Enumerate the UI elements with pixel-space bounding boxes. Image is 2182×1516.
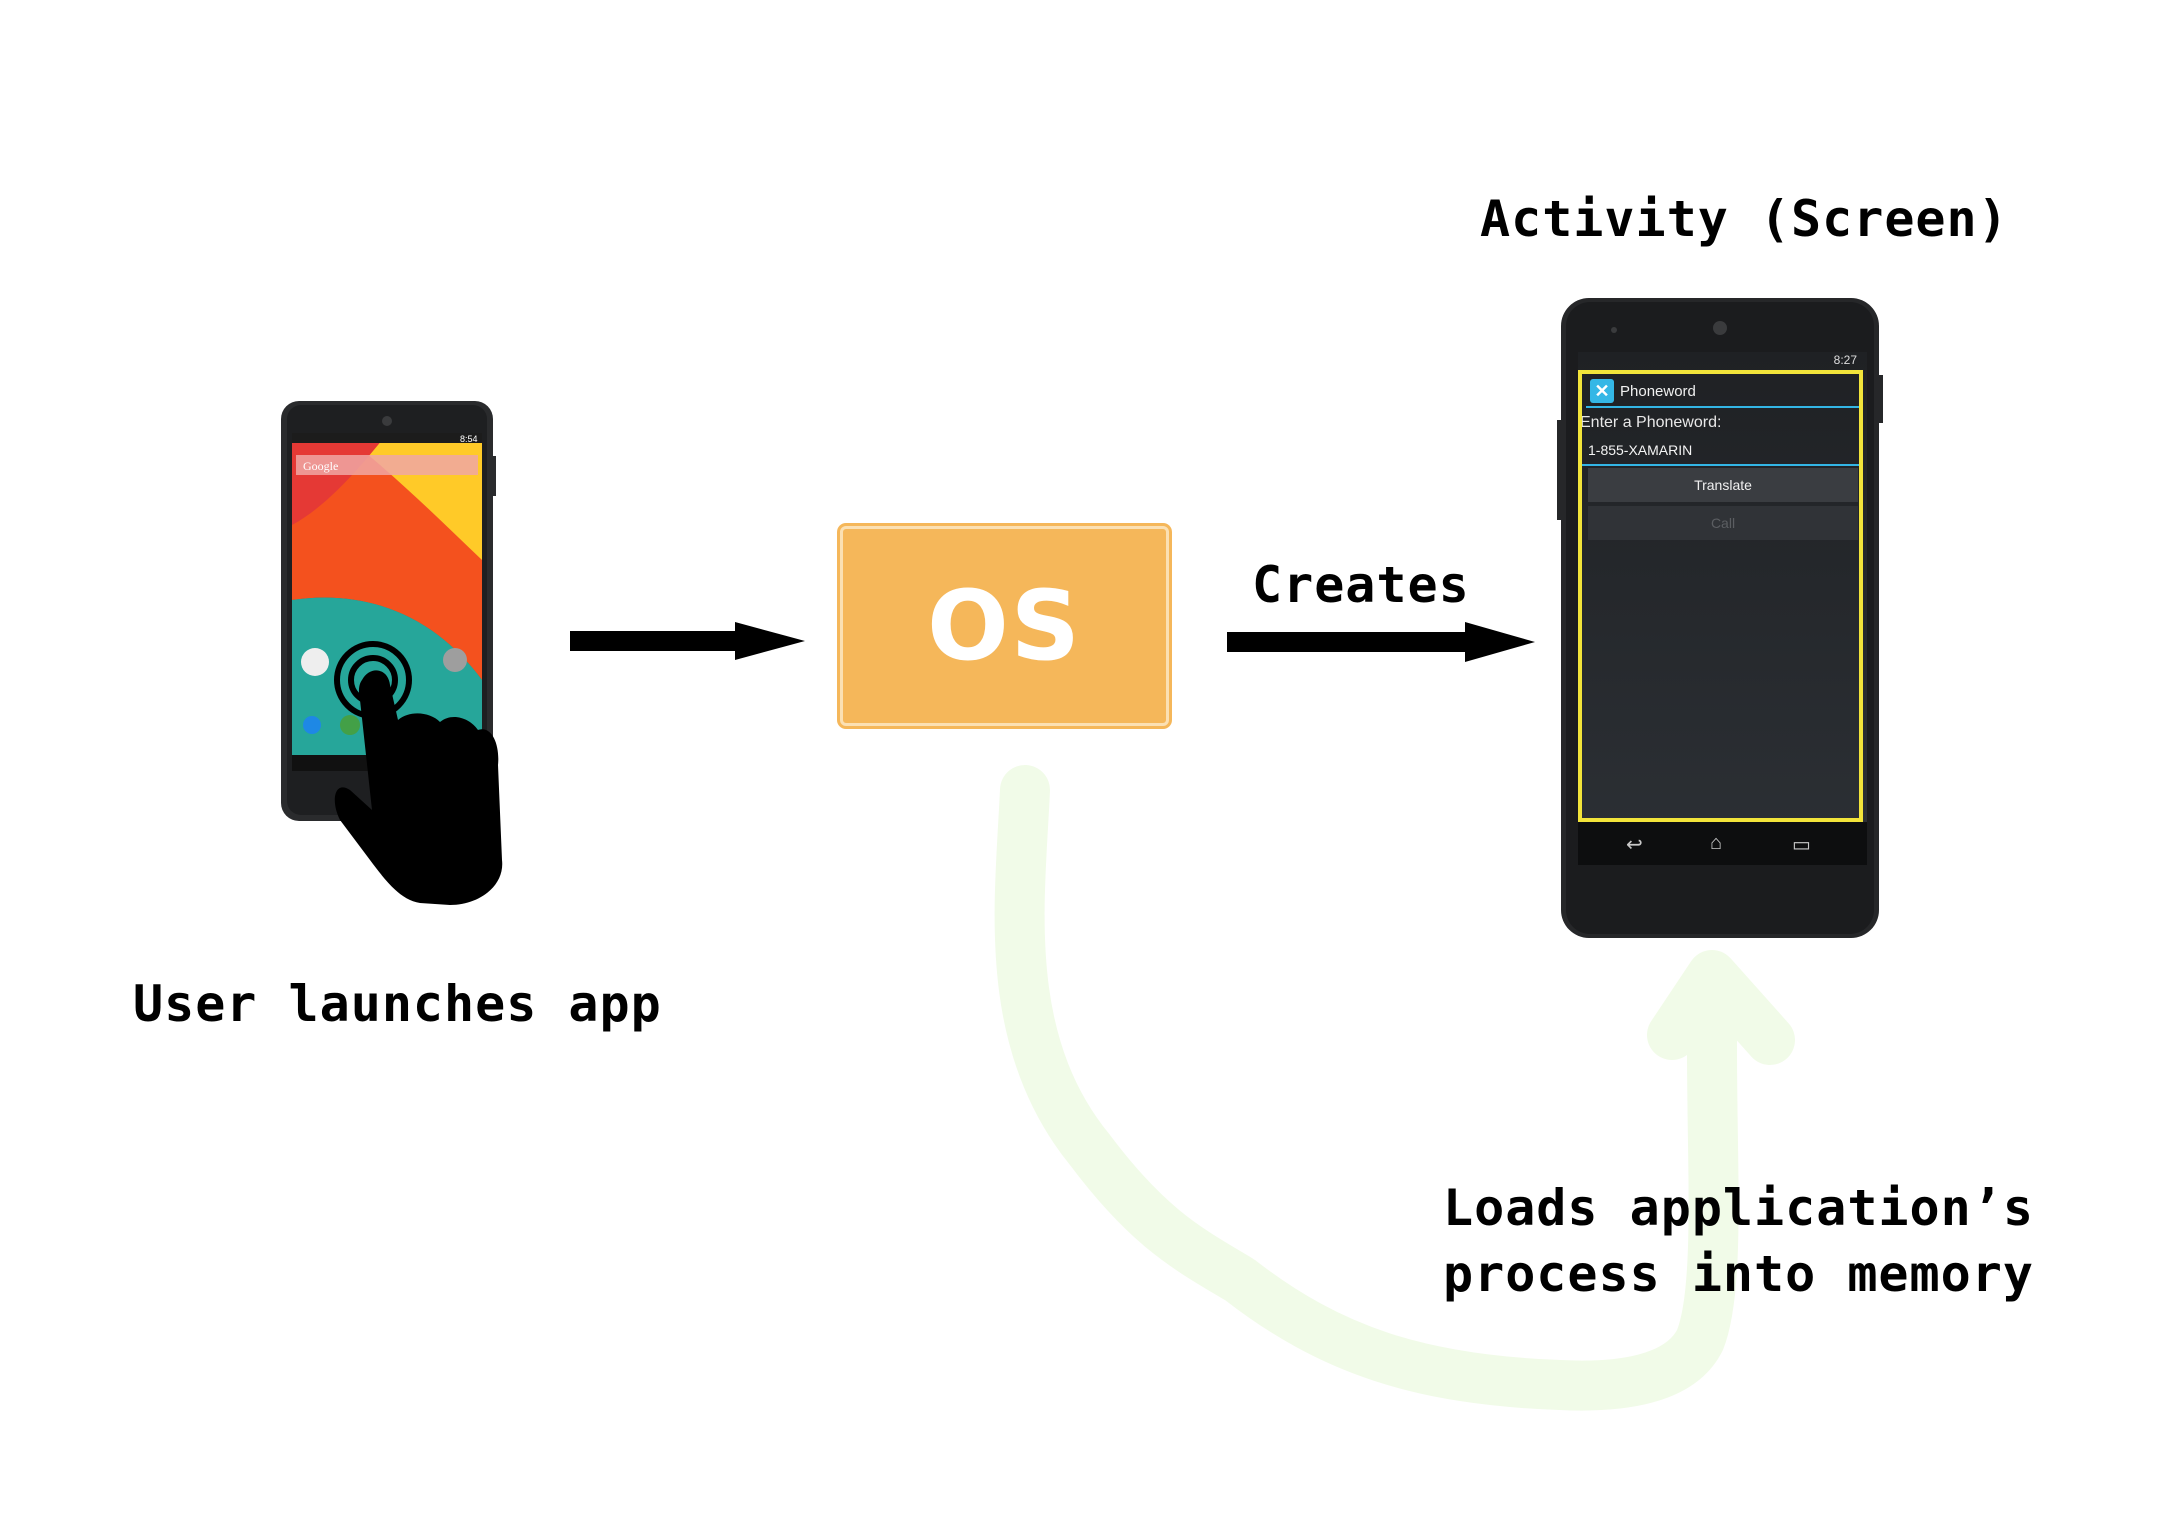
nav-bar: ↩ ⌂ ▭: [1578, 822, 1867, 865]
status-time: 8:27: [1833, 353, 1857, 367]
os-box: OS: [840, 526, 1169, 726]
pointing-hand-icon: [334, 670, 503, 905]
call-button[interactable]: Call: [1588, 506, 1858, 540]
activity-screen: 8:27 ✕ Phoneword Enter a Phoneword: 1-85…: [1578, 352, 1867, 865]
loads-line-2: process into memory: [1443, 1245, 2034, 1303]
os-label: OS: [927, 570, 1082, 682]
phoneword-prompt: Enter a Phoneword:: [1580, 414, 1722, 431]
app-title: Phoneword: [1620, 383, 1696, 400]
recents-icon[interactable]: ▭: [1792, 834, 1811, 856]
hangouts-icon: [340, 715, 360, 735]
back-icon[interactable]: ↩: [1626, 834, 1643, 856]
loads-process-label: Loads application’s process into memory: [1443, 1175, 2034, 1307]
settings-icon: [443, 648, 467, 672]
phoneword-input-value: 1-855-XAMARIN: [1588, 442, 1693, 458]
creates-label: Creates: [1252, 556, 1470, 614]
phone-icon: [303, 716, 321, 734]
home-icon[interactable]: ⌂: [1710, 832, 1723, 854]
user-launches-label: User launches app: [133, 975, 662, 1033]
home-search-text: Google: [303, 459, 338, 473]
loads-line-1: Loads application’s: [1443, 1179, 2034, 1237]
phoneword-input[interactable]: 1-855-XAMARIN: [1580, 438, 1860, 466]
launch-arrow: [570, 622, 805, 660]
app-bar: ✕ Phoneword: [1586, 374, 1861, 408]
gmail-icon: [301, 648, 329, 676]
activity-title: Activity (Screen): [1480, 190, 2009, 248]
translate-button[interactable]: Translate: [1588, 468, 1858, 502]
svg-text:8:54: 8:54: [460, 434, 478, 444]
xamarin-app-icon: ✕: [1590, 379, 1614, 403]
creates-arrow: [1227, 622, 1535, 662]
status-bar: 8:27: [1578, 352, 1867, 368]
